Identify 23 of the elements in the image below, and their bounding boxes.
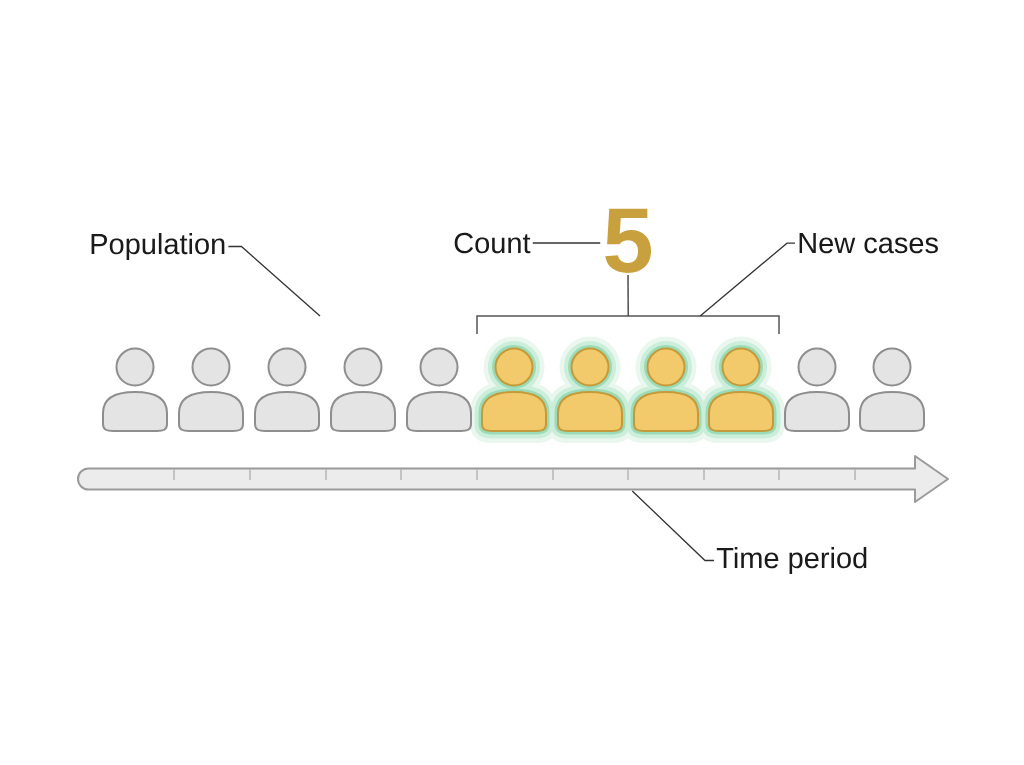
callout-label: Population bbox=[91, 233, 225, 260]
leader-line bbox=[699, 242, 796, 317]
person-icon bbox=[178, 347, 244, 432]
callout-label: Time period bbox=[716, 547, 867, 575]
person-icon bbox=[557, 347, 623, 432]
bracket bbox=[476, 315, 780, 335]
callout-label: New cases bbox=[799, 233, 938, 254]
bracket-stem bbox=[627, 274, 629, 317]
callout-label: Count bbox=[454, 232, 531, 254]
person-icon bbox=[859, 347, 925, 432]
person-icon bbox=[406, 347, 472, 432]
person-icon bbox=[481, 347, 547, 432]
person-icon bbox=[633, 347, 699, 432]
person-icon bbox=[254, 347, 320, 432]
timeline-arrow bbox=[77, 455, 949, 503]
count-number: 5 bbox=[605, 208, 652, 273]
leader-line bbox=[532, 242, 601, 244]
person-icon bbox=[102, 347, 168, 432]
leader-line bbox=[227, 245, 321, 317]
person-icon bbox=[784, 347, 850, 432]
person-icon bbox=[708, 347, 774, 432]
leader-line bbox=[631, 490, 715, 562]
person-icon bbox=[330, 347, 396, 432]
